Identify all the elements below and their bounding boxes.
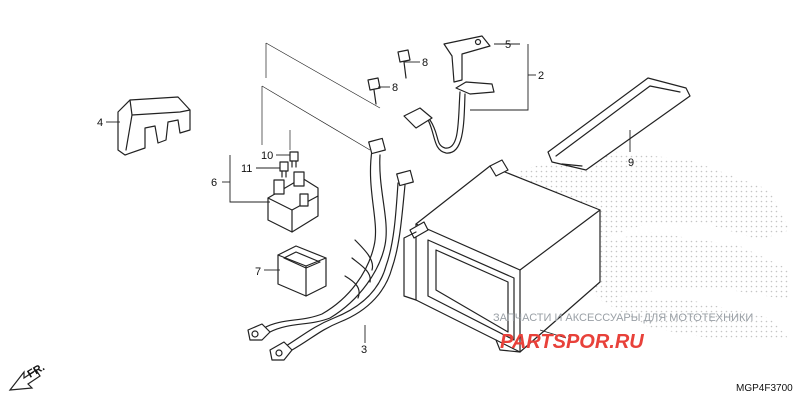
part-7-relay-cover[interactable] bbox=[277, 245, 327, 297]
label-10: 10 bbox=[261, 150, 273, 162]
part-8-bolt-upper[interactable] bbox=[397, 49, 411, 79]
part-1-battery[interactable] bbox=[403, 159, 601, 353]
part-3-wire-harness[interactable] bbox=[247, 137, 414, 361]
watermark-subtitle: ЗАПЧАСТИ И АКСЕССУАРЫ ДЛЯ МОТОТЕХНИКИ bbox=[493, 312, 753, 324]
leader-lines bbox=[106, 43, 631, 343]
front-direction-label: FR. bbox=[26, 361, 47, 380]
label-8-lower: 8 bbox=[392, 82, 398, 94]
label-9: 9 bbox=[628, 157, 634, 169]
part-8-bolt-lower[interactable] bbox=[367, 77, 381, 105]
label-2: 2 bbox=[538, 70, 544, 82]
part-9-battery-strap[interactable] bbox=[547, 77, 691, 171]
assembly-guide-lines bbox=[261, 42, 381, 151]
part-6-relay[interactable] bbox=[267, 171, 319, 233]
front-arrow-icon bbox=[8, 369, 41, 391]
label-8-upper: 8 bbox=[422, 57, 428, 69]
label-3: 3 bbox=[361, 344, 367, 356]
label-1: 1 bbox=[567, 333, 573, 345]
front-direction-indicator: FR. bbox=[8, 361, 47, 391]
label-4: 4 bbox=[97, 117, 103, 129]
part-4-cover[interactable] bbox=[117, 96, 191, 156]
watermark-brand: PARTSPOR.RU bbox=[500, 331, 644, 353]
label-7: 7 bbox=[255, 266, 261, 278]
label-11: 11 bbox=[241, 163, 252, 175]
part-10-fuse[interactable] bbox=[289, 151, 299, 168]
diagram-code: MGP4F3700 bbox=[736, 383, 793, 394]
part-11-fuse[interactable] bbox=[279, 161, 289, 178]
label-6: 6 bbox=[211, 177, 217, 189]
part-2-battery-cable[interactable] bbox=[403, 81, 495, 154]
part-5-bracket[interactable] bbox=[443, 35, 491, 83]
label-5: 5 bbox=[505, 39, 511, 51]
callout-labels: 1 2 3 4 5 6 7 8 8 9 10 11 bbox=[97, 39, 634, 356]
